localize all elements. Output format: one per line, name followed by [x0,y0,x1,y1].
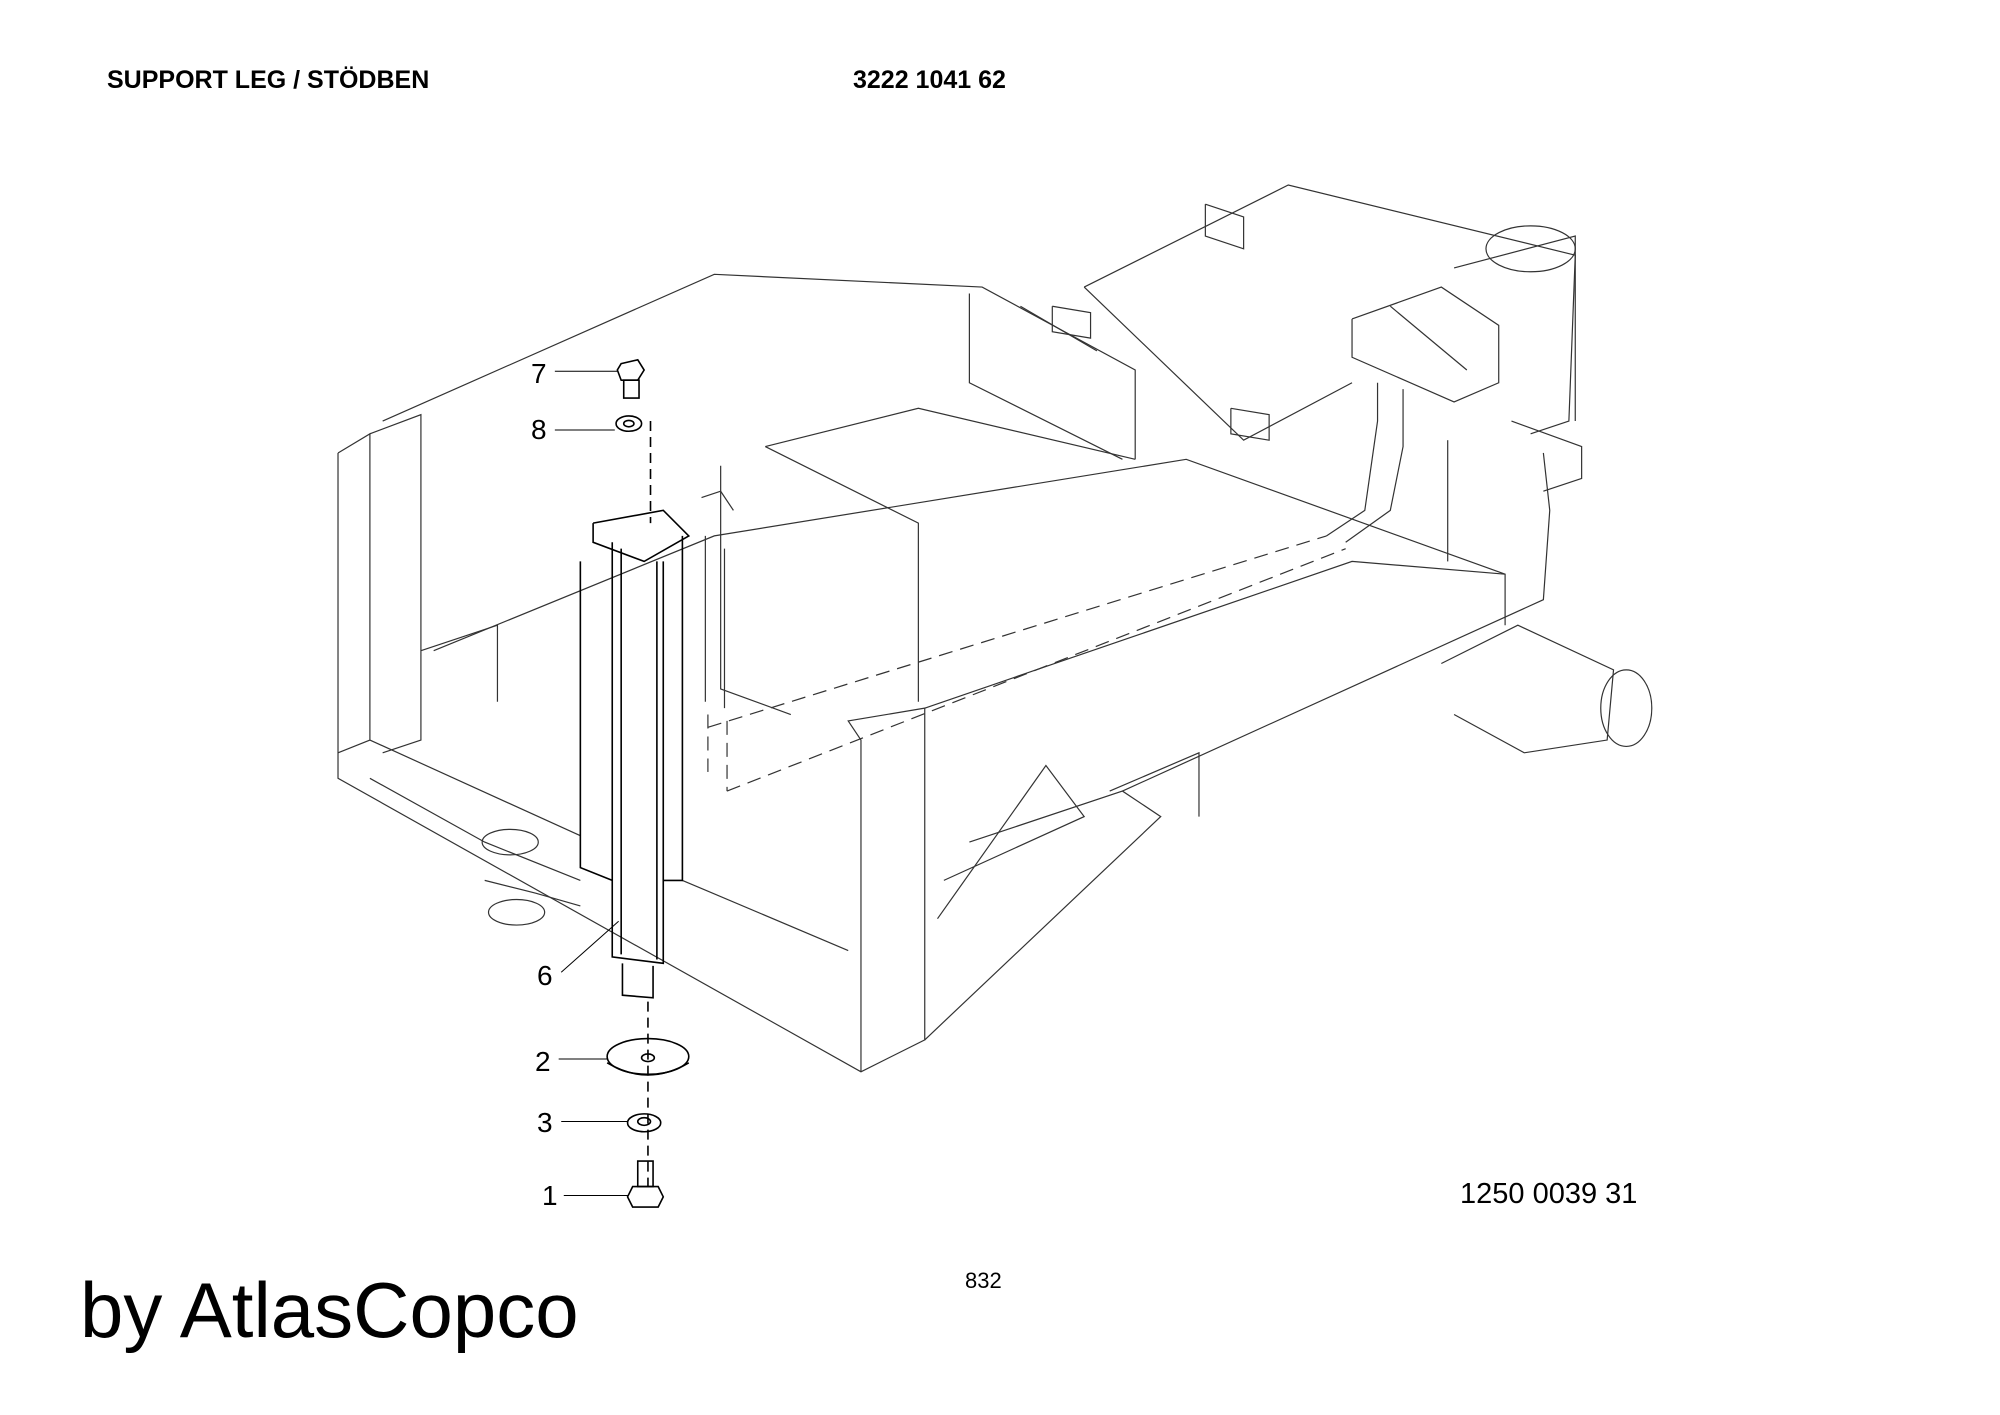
exploded-parts [607,360,689,1207]
front-frame [338,415,1199,1072]
callout-1: 1 [542,1180,558,1211]
valve-block [1327,287,1499,542]
hydraulic-hoses [702,491,1346,791]
callout-8: 8 [531,414,547,445]
callout-7: 7 [531,358,547,389]
drawing-number: 1250 0039 31 [1460,1178,1638,1210]
motor [1441,625,1651,753]
rear-frame [1052,185,1575,440]
callout-3: 3 [537,1107,553,1138]
side-rails [383,274,1582,791]
part-number: 3222 1041 62 [853,66,1006,94]
page-number: 832 [965,1268,1002,1293]
callout-leaders [555,371,628,1195]
page-title: SUPPORT LEG / STÖDBEN [107,66,430,94]
callout-2: 2 [535,1046,551,1077]
watermark: by AtlasCopco [80,1266,579,1354]
callout-6: 6 [537,960,553,991]
support-leg-cylinder [580,510,688,997]
